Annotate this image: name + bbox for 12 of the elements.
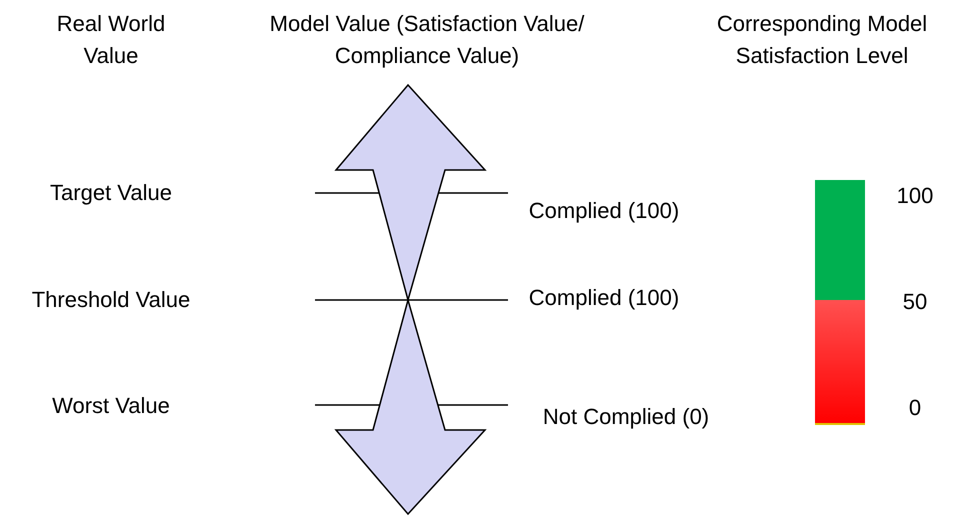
scale-value: 0 [908, 394, 922, 422]
label-text: Not Complied (0) [542, 403, 710, 431]
label-text: Threshold Value [30, 286, 192, 314]
label-text: Complied (100) [528, 284, 680, 312]
label-text: Real World Value [56, 10, 166, 70]
label-text: Complied (100) [528, 197, 680, 225]
label-text: Model Value (Satisfaction Value/ Compliance Value) [268, 10, 586, 70]
label-text: Target Value [49, 179, 173, 207]
label-text: Corresponding Model Satisfaction Level [716, 10, 928, 70]
label-text: Worst Value [51, 392, 171, 420]
scale-value: 50 [902, 288, 928, 316]
scale-value: 100 [896, 182, 934, 210]
